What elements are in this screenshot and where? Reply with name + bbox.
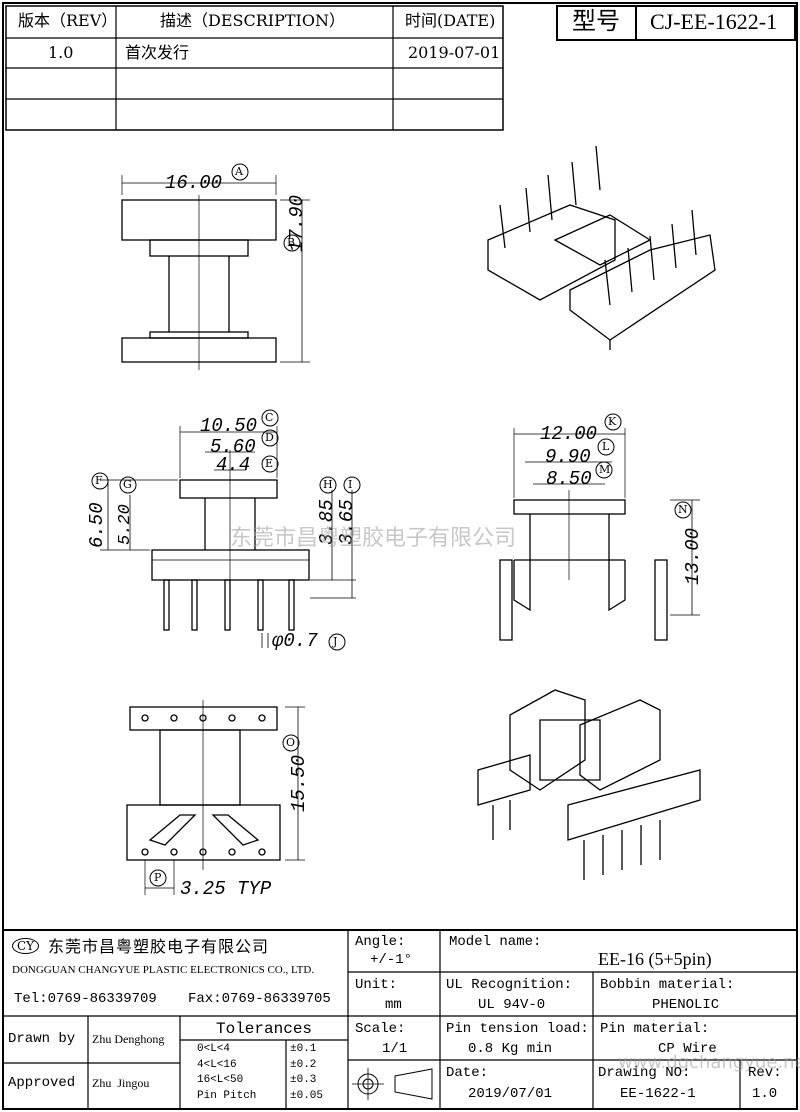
dim-f: 6.50 bbox=[86, 502, 108, 548]
marker-m: M bbox=[599, 463, 611, 476]
rev-header: 版本（REV） bbox=[18, 11, 118, 30]
dim-j: φ0.7 bbox=[272, 630, 318, 652]
marker-p: P bbox=[154, 871, 162, 884]
tol-range-0: 0<L<4 bbox=[197, 1043, 231, 1055]
angle-label: Angle: bbox=[355, 934, 406, 950]
bobbin-value: PHENOLIC bbox=[652, 997, 720, 1013]
desc-header: 描述（DESCRIPTION） bbox=[160, 11, 345, 30]
rev-value: 1.0 bbox=[752, 1086, 778, 1102]
isometric-view-bottom bbox=[477, 689, 701, 880]
drawing-no-label: Drawing NO: bbox=[598, 1065, 691, 1081]
dim-m: 8.50 bbox=[546, 468, 592, 490]
side-view bbox=[499, 428, 700, 641]
marker-g: G bbox=[123, 478, 132, 491]
tol-value-0: ±0.1 bbox=[290, 1043, 317, 1055]
model-box-frame bbox=[556, 5, 796, 41]
marker-j: J bbox=[333, 635, 338, 648]
model-name-label: Model name: bbox=[449, 934, 542, 950]
scale-label: Scale: bbox=[355, 1021, 406, 1037]
marker-n: N bbox=[678, 503, 688, 516]
dim-d: 5.60 bbox=[210, 436, 256, 458]
marker-d: D bbox=[265, 431, 274, 444]
dim-e: 4.4 bbox=[216, 454, 251, 476]
marker-c: C bbox=[265, 411, 274, 424]
rev-cell: 1.0 bbox=[48, 43, 74, 62]
company-name-cn: 东莞市昌粤塑胶电子有限公司 bbox=[48, 937, 270, 956]
title-block-grid bbox=[3, 929, 797, 1109]
pin-tension-value: 0.8 Kg min bbox=[468, 1041, 553, 1057]
scale-value: 1/1 bbox=[382, 1041, 408, 1057]
dim-l: 9.90 bbox=[545, 446, 591, 468]
tol-range-3: Pin Pitch bbox=[197, 1090, 257, 1102]
marker-l: L bbox=[602, 440, 610, 453]
company-fax: Fax:0769-86339705 bbox=[188, 991, 331, 1007]
dimension-markers bbox=[91, 163, 692, 887]
front-view bbox=[100, 426, 356, 648]
ul-label: UL Recognition: bbox=[446, 977, 573, 993]
company-tel: Tel:0769-86339709 bbox=[14, 991, 157, 1007]
date-value: 2019/07/01 bbox=[468, 1086, 553, 1102]
dim-k: 12.00 bbox=[540, 423, 598, 445]
company-logo: CY bbox=[12, 938, 40, 954]
pin-material-value: CP Wire bbox=[658, 1041, 717, 1057]
dim-a: 16.00 bbox=[165, 172, 223, 194]
desc-cell: 首次发行 bbox=[125, 43, 190, 62]
unit-value: mm bbox=[385, 997, 402, 1013]
dim-p: 3.25 TYP bbox=[180, 878, 272, 900]
model-value: CJ-EE-1622-1 bbox=[650, 9, 778, 34]
angle-value: +/-1° bbox=[370, 952, 413, 968]
company-name-en: DONGGUAN CHANGYUE PLASTIC ELECTRONICS CO… bbox=[12, 964, 315, 976]
model-name-value: EE-16 (5+5pin) bbox=[598, 949, 712, 969]
dim-c: 10.50 bbox=[200, 415, 258, 437]
drawn-by-value: Zhu Denghong bbox=[92, 1032, 165, 1046]
tol-value-1: ±0.2 bbox=[290, 1059, 317, 1071]
marker-b: B bbox=[287, 236, 296, 249]
marker-h: H bbox=[323, 478, 333, 491]
drawing-no-value: EE-1622-1 bbox=[620, 1086, 696, 1102]
pin-material-label: Pin material: bbox=[600, 1021, 710, 1037]
unit-label: Unit: bbox=[355, 977, 398, 993]
marker-a: A bbox=[235, 165, 243, 178]
dim-n: 13.00 bbox=[682, 527, 704, 585]
isometric-view-top bbox=[487, 145, 716, 350]
marker-i: I bbox=[348, 478, 353, 491]
bottom-view bbox=[126, 700, 305, 895]
tolerances-title: Tolerances bbox=[216, 1020, 313, 1038]
rev-label: Rev: bbox=[748, 1065, 782, 1081]
tol-value-2: ±0.3 bbox=[290, 1074, 317, 1086]
marker-e: E bbox=[265, 457, 274, 470]
revision-table-grid bbox=[5, 5, 504, 131]
date-header: 时间(DATE) bbox=[405, 11, 496, 30]
pin-tension-label: Pin tension load: bbox=[446, 1021, 589, 1037]
approved-label: Approved bbox=[8, 1075, 76, 1091]
date-cell: 2019-07-01 bbox=[408, 43, 501, 62]
tol-value-3: ±0.05 bbox=[290, 1090, 324, 1102]
ul-value: UL 94V-0 bbox=[478, 997, 546, 1013]
dim-o: 15.50 bbox=[288, 754, 310, 812]
marker-f: F bbox=[95, 474, 103, 487]
marker-o: O bbox=[286, 736, 296, 749]
date-label: Date: bbox=[446, 1065, 489, 1081]
watermark-bottom: www.dgchangyue.net bbox=[618, 1052, 800, 1073]
watermark-center: 东莞市昌粤塑胶电子有限公司 bbox=[230, 526, 517, 551]
model-label: 型号 bbox=[572, 7, 620, 35]
tol-range-1: 4<L<16 bbox=[197, 1059, 237, 1071]
drawn-by-label: Drawn by bbox=[8, 1031, 76, 1047]
tol-range-2: 16<L<50 bbox=[197, 1074, 244, 1086]
bobbin-label: Bobbin material: bbox=[600, 977, 735, 993]
marker-k: K bbox=[608, 415, 617, 428]
approved-value: Zhu Jingou bbox=[92, 1076, 150, 1090]
dim-g: 5.20 bbox=[116, 504, 135, 545]
top-view bbox=[121, 175, 310, 370]
